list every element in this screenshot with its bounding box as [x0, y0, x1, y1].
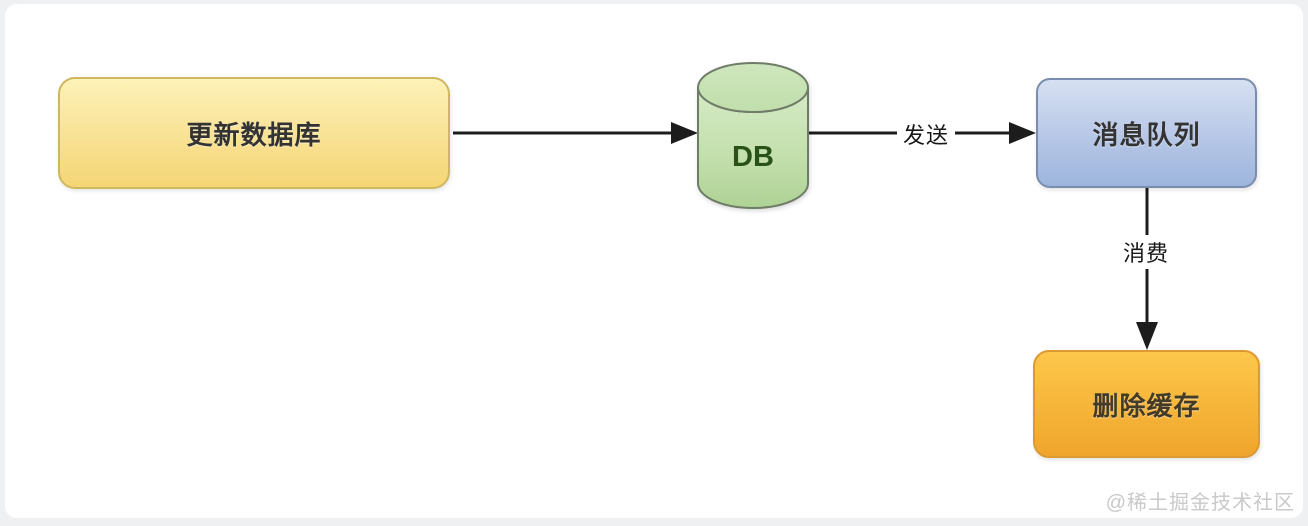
edge-label-send: 发送 [896, 117, 956, 151]
node-delete-cache-label: 删除缓存 [1092, 390, 1201, 421]
cylinder-top [697, 62, 809, 113]
connector-layer [453, 62, 1158, 350]
node-message-queue-label: 消息队列 [1092, 119, 1201, 150]
node-update-database: 更新数据库 [58, 77, 450, 189]
watermark: @稀土掘金技术社区 [1105, 492, 1295, 514]
db-cylinder-shape [697, 62, 809, 209]
node-message-queue: 消息队列 [1036, 78, 1257, 188]
node-db-label: DB [732, 141, 774, 173]
node-update-database-label: 更新数据库 [186, 119, 322, 150]
edge-label-consume: 消费 [1116, 235, 1176, 269]
diagram-canvas: 更新数据库 DB 消息队列 删除缓存 发送 消费 @稀土掘金技术社区 [5, 4, 1303, 518]
arrowhead-icon [1009, 122, 1036, 144]
node-delete-cache: 删除缓存 [1033, 350, 1260, 458]
arrowhead-icon [671, 122, 698, 144]
edge-message-queue-to-delete-cache [1136, 188, 1158, 350]
arrowhead-icon [1136, 322, 1158, 350]
edge-update-db-to-db [453, 122, 698, 144]
